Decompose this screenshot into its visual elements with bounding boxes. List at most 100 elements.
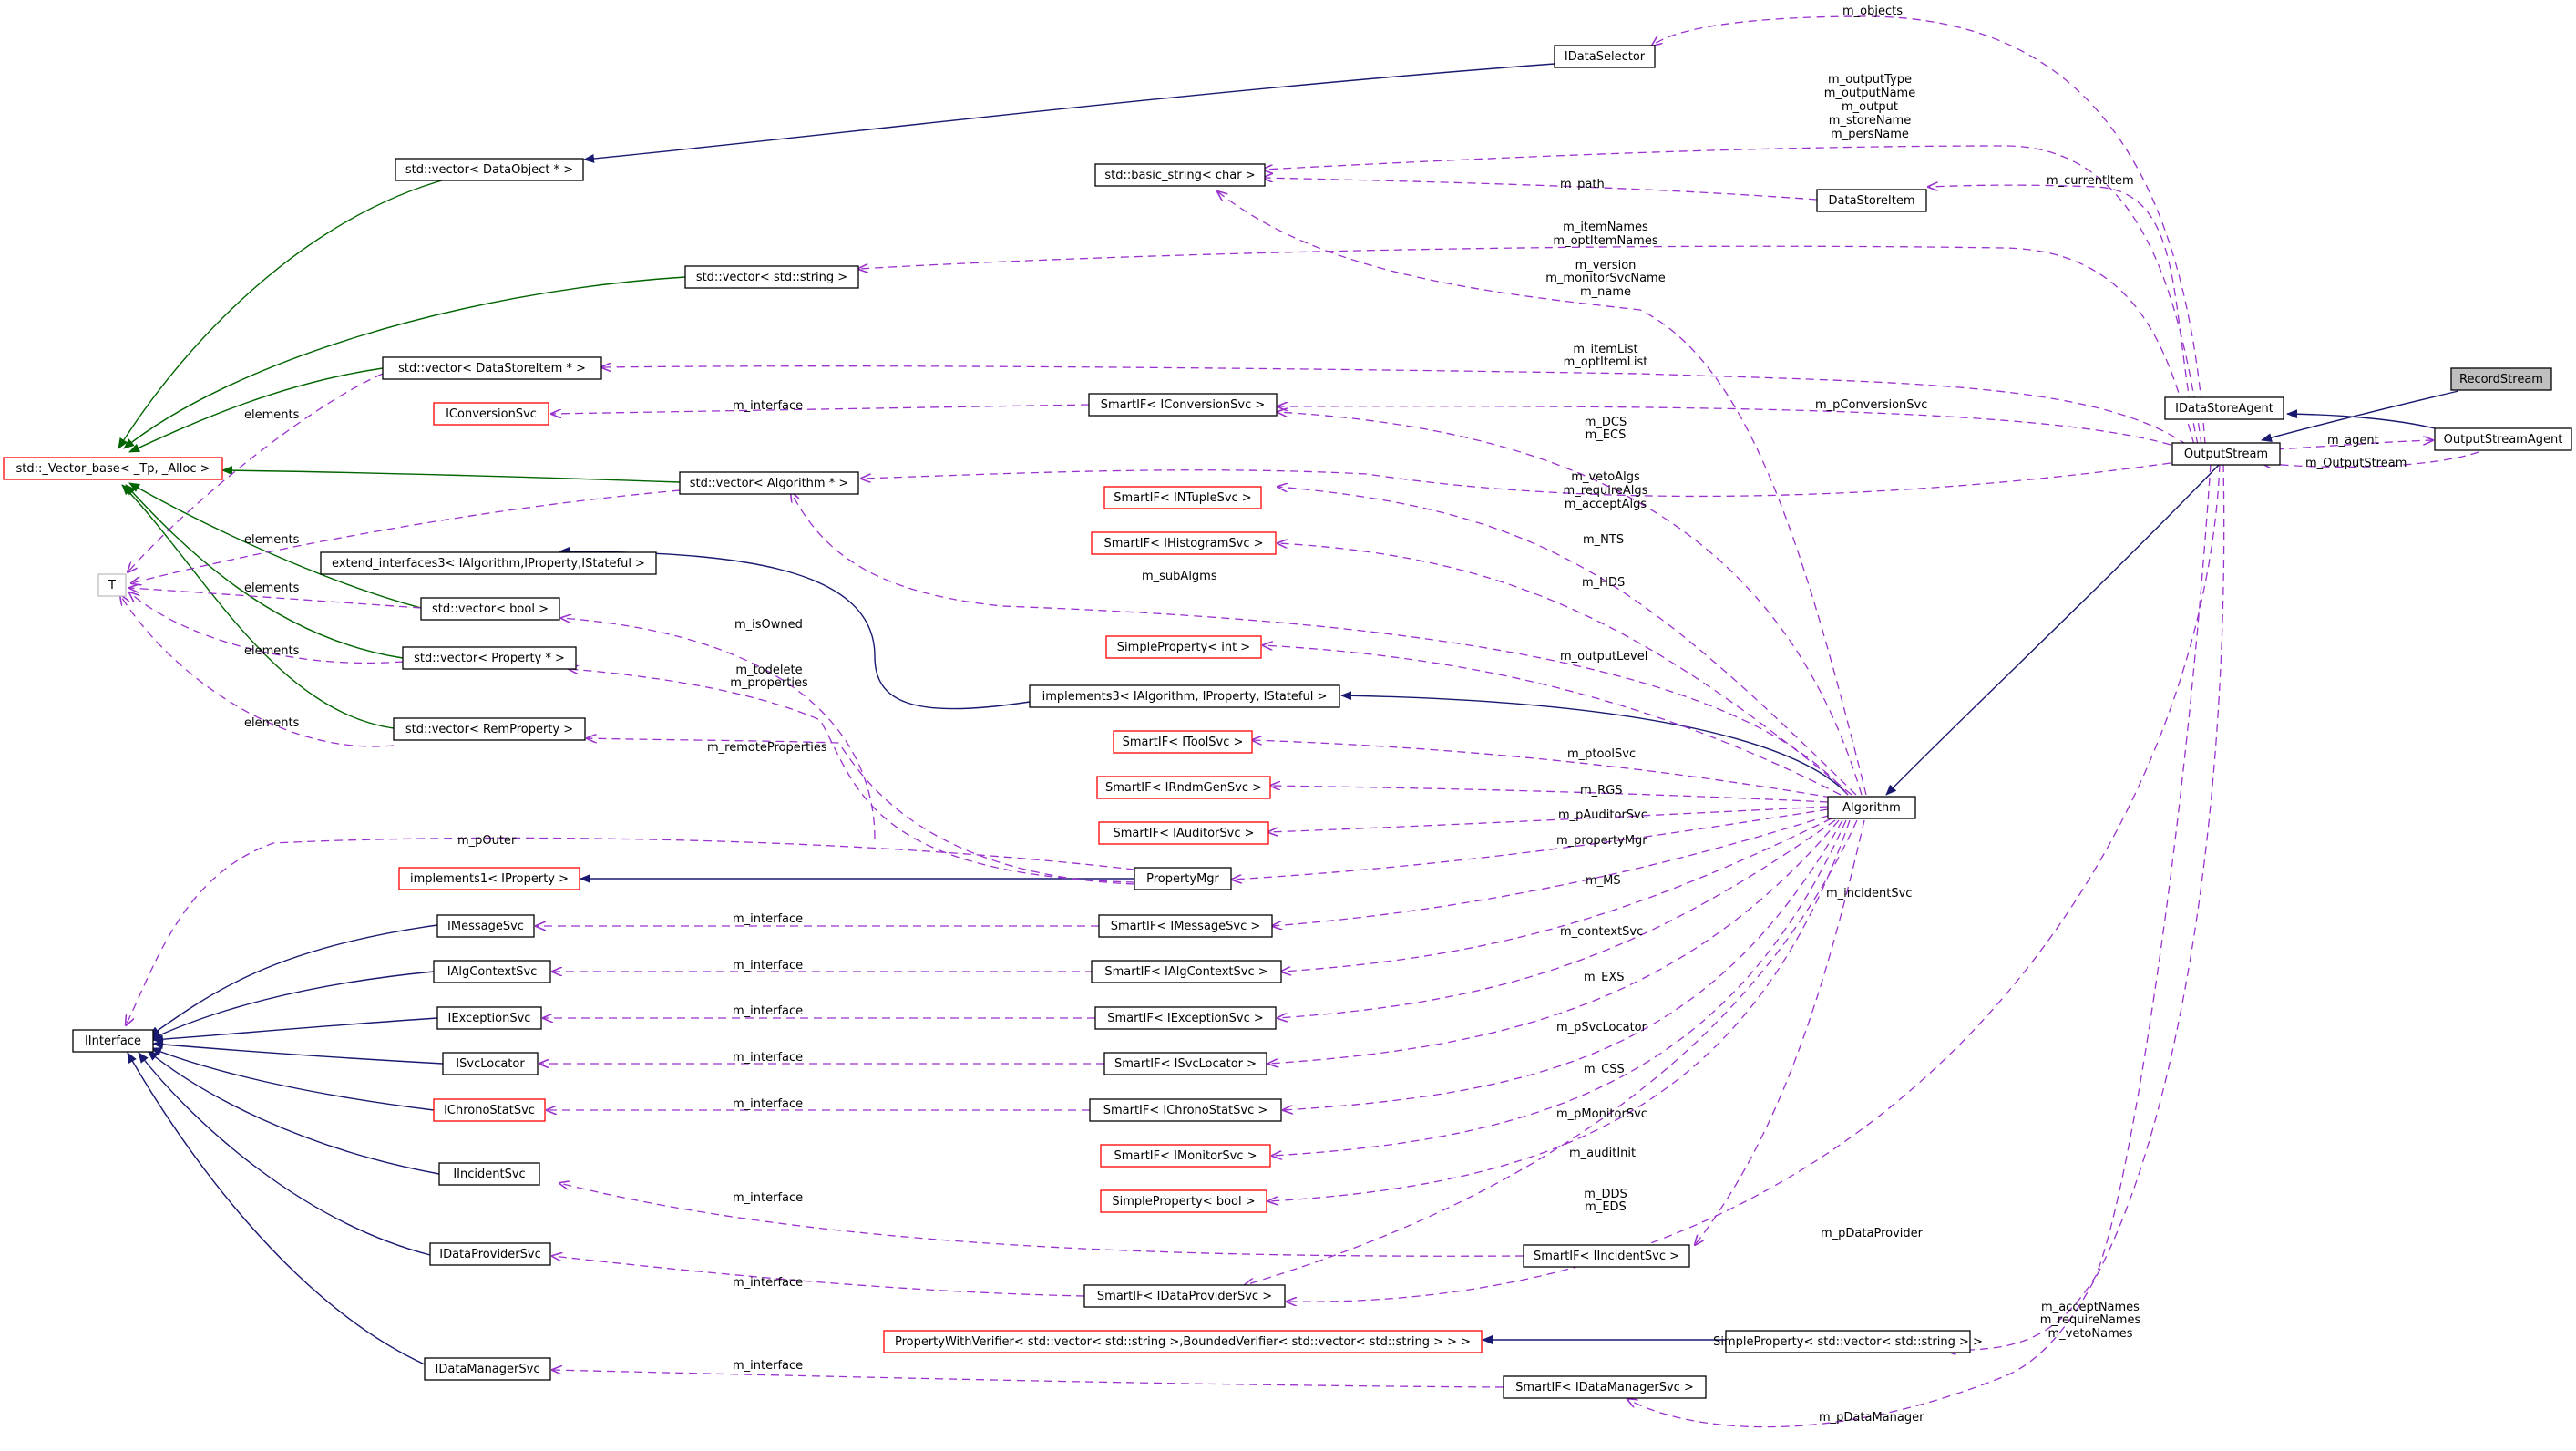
node-basic-string[interactable]: std::basic_string< char > (1094, 163, 1266, 187)
label-elements-3: elements (244, 581, 300, 595)
label-m-vetoalgs: m_vetoAlgs (1571, 470, 1640, 484)
node-idataselector[interactable]: IDataSelector (1554, 45, 1656, 68)
edge-m-ptoolsvc (1252, 740, 1832, 798)
node-simpleproperty-bool[interactable]: SimpleProperty< bool > (1100, 1189, 1267, 1213)
node-vec-string-label: std::vector< std::string > (696, 271, 847, 284)
label-m-interface-conversion: m_interface (733, 399, 803, 413)
node-iconversionsvc[interactable]: IConversionSvc (433, 402, 549, 426)
node-algorithm[interactable]: Algorithm (1827, 796, 1916, 819)
edge-m-interface-datamanager (552, 1370, 1504, 1388)
label-m-pouter: m_pOuter (457, 834, 517, 848)
node-propertymgr-label: PropertyMgr (1146, 872, 1219, 886)
node-smartif-isvclocator[interactable]: SmartIF< ISvcLocator > (1103, 1052, 1267, 1075)
node-record-stream[interactable]: RecordStream (2450, 367, 2552, 391)
node-output-stream[interactable]: OutputStream (2171, 442, 2281, 466)
label-m-interface-algcontext: m_interface (733, 959, 803, 972)
edge-m-outputlevel (1263, 645, 1842, 796)
label-m-propertymgr: m_propertyMgr (1556, 834, 1647, 848)
node-algorithm-label: Algorithm (1842, 801, 1901, 815)
label-m-requirealgs: m_requireAlgs (1564, 484, 1648, 498)
node-smartif-idataprovidersvc[interactable]: SmartIF< IDataProviderSvc > (1083, 1284, 1286, 1308)
node-smartif-iconversionsvc[interactable]: SmartIF< IConversionSvc > (1088, 393, 1278, 417)
edge-m-rgs (1270, 786, 1829, 803)
edge-imessagesvc-iinterface (149, 924, 438, 1037)
label-m-rgs: m_RGS (1580, 784, 1623, 798)
node-isvclocator[interactable]: ISvcLocator (442, 1052, 539, 1075)
node-smartif-iincidentsvc[interactable]: SmartIF< IIncidentSvc > (1523, 1244, 1690, 1268)
node-smartif-itoolsvc-label: SmartIF< IToolSvc > (1123, 736, 1244, 749)
node-output-stream-agent[interactable]: OutputStreamAgent (2434, 427, 2572, 451)
node-smartif-ialgcontextsvc[interactable]: SmartIF< IAlgContextSvc > (1091, 960, 1282, 983)
node-idatamanagersvc[interactable]: IDataManagerSvc (424, 1357, 551, 1381)
node-extend-interfaces3[interactable]: extend_interfaces3< IAlgorithm,IProperty… (320, 551, 657, 575)
node-ialgcontextsvc-label: IAlgContextSvc (447, 965, 538, 979)
label-m-itemlist: m_itemList (1573, 343, 1637, 356)
node-idatastore-agent[interactable]: IDataStoreAgent (2164, 396, 2284, 420)
label-m-interface-datamanager: m_interface (733, 1359, 803, 1373)
node-smartif-iexceptionsvc[interactable]: SmartIF< IExceptionSvc > (1094, 1006, 1277, 1030)
label-m-incidentsvc: m_incidentSvc (1826, 887, 1912, 900)
nodes: RecordStream OutputStream OutputStreamAg… (3, 45, 2572, 1399)
edge-m-todelete (569, 669, 1135, 883)
label-m-acceptnames: m_acceptNames (2041, 1301, 2140, 1314)
label-m-interface-exception: m_interface (733, 1004, 803, 1018)
edge-m-ms (1272, 815, 1829, 926)
node-implements3-label: implements3< IAlgorithm, IProperty, ISta… (1042, 690, 1328, 704)
node-vector-base[interactable]: std::_Vector_base< _Tp, _Alloc > (3, 457, 223, 480)
node-vec-bool-label: std::vector< bool > (432, 602, 549, 616)
node-vec-string[interactable]: std::vector< std::string > (684, 265, 859, 289)
node-imessagesvc[interactable]: IMessageSvc (436, 914, 535, 938)
label-m-pmonitorsvc: m_pMonitorSvc (1556, 1107, 1647, 1121)
node-vec-remproperty[interactable]: std::vector< RemProperty > (393, 717, 586, 741)
node-smartif-intuplesvc[interactable]: SmartIF< INTupleSvc > (1103, 486, 1262, 509)
edge-idataselector-vecdataobject (583, 63, 1555, 163)
node-ichronostatsvc[interactable]: IChronoStatSvc (433, 1098, 546, 1122)
node-vec-algorithm[interactable]: std::vector< Algorithm * > (679, 471, 859, 495)
node-smartif-imonitorsvc[interactable]: SmartIF< IMonitorSvc > (1100, 1144, 1271, 1168)
node-idataprovidersvc[interactable]: IDataProviderSvc (429, 1242, 551, 1266)
node-ialgcontextsvc[interactable]: IAlgContextSvc (433, 960, 551, 983)
node-vec-property[interactable]: std::vector< Property * > (402, 646, 577, 670)
node-smartif-ihistogramsvc[interactable]: SmartIF< IHistogramSvc > (1091, 531, 1277, 555)
edge-m-pdataprovider (1287, 463, 2221, 1302)
node-vec-bool[interactable]: std::vector< bool > (420, 597, 560, 621)
node-record-stream-label: RecordStream (2459, 373, 2543, 386)
node-iinterface[interactable]: IInterface (72, 1029, 154, 1053)
node-smartif-iauditorsvc[interactable]: SmartIF< IAuditorSvc > (1098, 821, 1269, 845)
node-iexceptionsvc[interactable]: IExceptionSvc (436, 1006, 542, 1030)
node-smartif-imessagesvc[interactable]: SmartIF< IMessageSvc > (1098, 914, 1273, 938)
edge-m-incidentsvc (1695, 819, 1865, 1245)
edge-m-outputstream (2262, 451, 2479, 467)
label-m-outputtype: m_outputType (1828, 73, 1912, 87)
edge-vecdatastoreitem-vectorbase (128, 367, 384, 453)
node-output-stream-label: OutputStream (2184, 448, 2268, 461)
edge-m-acceptnames (1946, 463, 2212, 1351)
node-t[interactable]: T (97, 573, 127, 597)
node-iincidentsvc[interactable]: IIncidentSvc (438, 1162, 540, 1186)
node-smartif-itoolsvc[interactable]: SmartIF< IToolSvc > (1113, 730, 1253, 754)
edge-ialgcontextsvc-iinterface (150, 971, 435, 1040)
node-implements3[interactable]: implements3< IAlgorithm, IProperty, ISta… (1029, 684, 1340, 708)
node-propertywithverifier[interactable]: PropertyWithVerifier< std::vector< std::… (883, 1330, 1483, 1353)
node-vec-property-label: std::vector< Property * > (414, 652, 565, 665)
label-m-dcs: m_DCS (1585, 416, 1627, 429)
node-smartif-irndmgensvc[interactable]: SmartIF< IRndmGenSvc > (1096, 776, 1271, 799)
node-vec-datastoreitem[interactable]: std::vector< DataStoreItem * > (382, 356, 602, 380)
node-datastoreitem-label: DataStoreItem (1829, 194, 1915, 208)
node-propertymgr[interactable]: PropertyMgr (1134, 867, 1232, 890)
edge-m-currentitem (1928, 185, 2199, 446)
node-datastoreitem[interactable]: DataStoreItem (1816, 189, 1927, 212)
node-smartif-ichronostatsvc[interactable]: SmartIF< IChronoStatSvc > (1089, 1098, 1282, 1122)
node-simpleproperty-int[interactable]: SimpleProperty< int > (1105, 635, 1262, 659)
label-m-itemnames: m_itemNames (1563, 221, 1648, 234)
node-implements1[interactable]: implements1< IProperty > (398, 867, 580, 890)
node-simpleproperty-vecstring[interactable]: SimpleProperty< std::vector< std::string… (1713, 1330, 1983, 1353)
node-smartif-idatamanagersvc[interactable]: SmartIF< IDataManagerSvc > (1503, 1375, 1707, 1399)
label-m-interface-dataprovider: m_interface (733, 1276, 803, 1290)
node-simpleproperty-vecstring-label: SimpleProperty< std::vector< std::string… (1713, 1335, 1983, 1349)
edge-m-itemlist (601, 366, 2188, 446)
label-elements-2: elements (244, 533, 300, 547)
label-m-pconversionsvc: m_pConversionSvc (1815, 398, 1927, 412)
edge-outputstreamagent-idatastoreagent (2286, 409, 2436, 429)
node-vec-dataobject[interactable]: std::vector< DataObject * > (395, 158, 584, 181)
